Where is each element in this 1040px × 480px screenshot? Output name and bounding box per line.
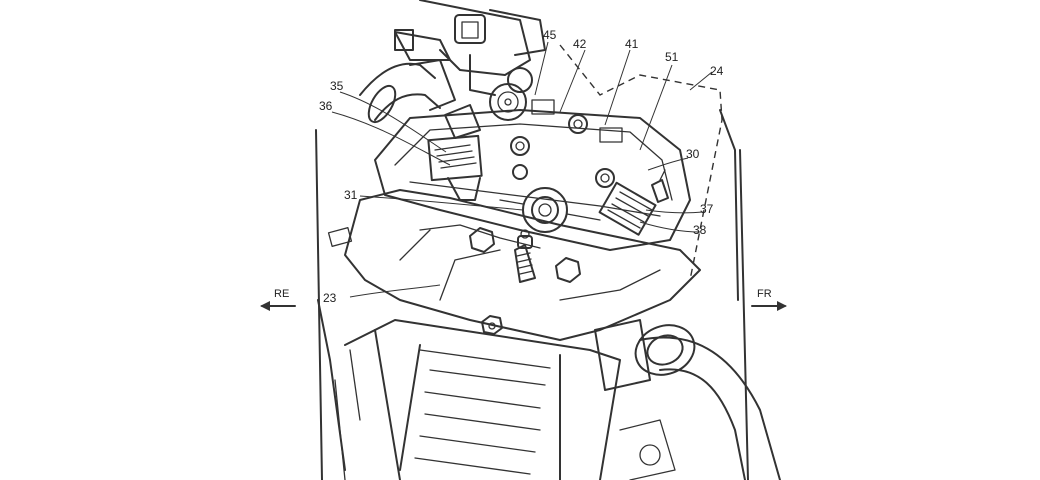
cylinder-block <box>327 189 701 341</box>
rear-arrowhead-icon <box>260 301 270 311</box>
front-label: FR <box>757 288 772 300</box>
callout-38: 38 <box>693 223 707 237</box>
front-arrowhead-icon <box>777 301 787 311</box>
callout-42: 42 <box>573 37 587 51</box>
callout-31: 31 <box>344 188 358 202</box>
direction-front: FR <box>751 288 787 311</box>
dashed-boundary <box>559 44 723 281</box>
crankcase <box>334 319 621 480</box>
callout-45: 45 <box>543 28 557 42</box>
callout-35: 35 <box>330 79 344 93</box>
gear <box>489 83 527 121</box>
rear-label: RE <box>274 288 289 300</box>
callout-41: 41 <box>625 37 639 51</box>
direction-rear: RE <box>260 288 296 311</box>
valve-spring-right <box>598 169 669 236</box>
callout-23: 23 <box>323 291 337 305</box>
callout-30: 30 <box>686 147 700 161</box>
valve-spring-left <box>427 104 483 201</box>
callout-labels: 45 42 41 51 24 30 35 36 31 37 38 23 <box>319 28 724 305</box>
camshaft <box>499 187 601 233</box>
right-hose <box>594 319 781 480</box>
leader-lines <box>331 41 713 298</box>
spark-plug <box>514 229 536 283</box>
callout-36: 36 <box>319 99 333 113</box>
cylinder-head <box>374 99 691 251</box>
callout-51: 51 <box>665 50 679 64</box>
callout-37: 37 <box>700 202 714 216</box>
callout-24: 24 <box>710 64 724 78</box>
left-hose <box>359 59 456 124</box>
top-bracket <box>394 0 546 96</box>
